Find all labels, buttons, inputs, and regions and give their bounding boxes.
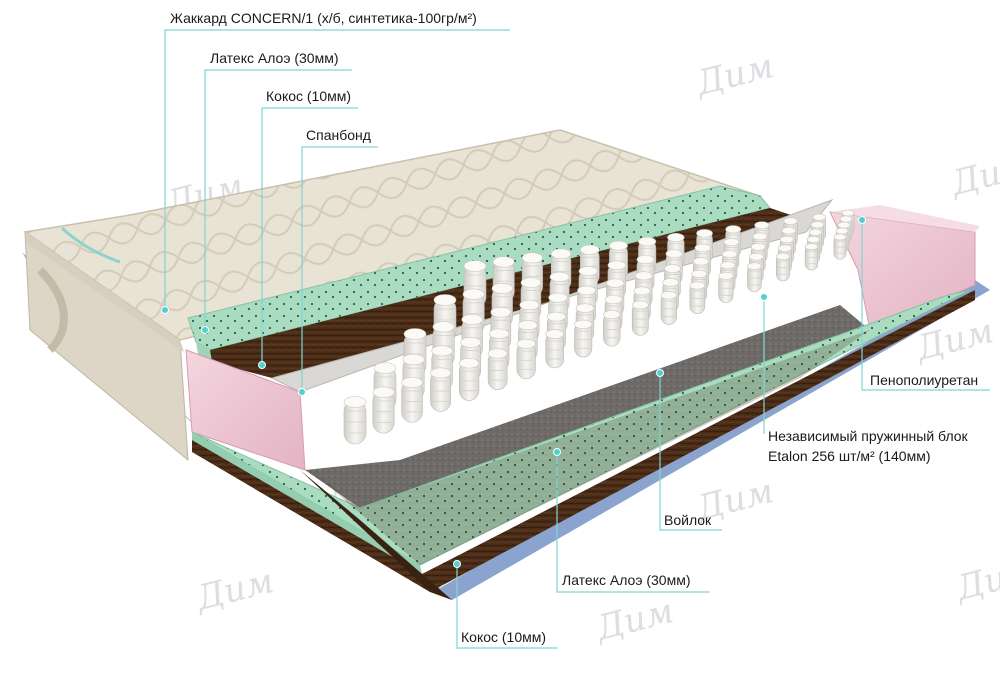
callout-line-foam	[861, 220, 990, 391]
pocket-spring	[343, 396, 367, 445]
label-foam: Пенополиуретан	[870, 372, 979, 388]
latex-top-side	[196, 342, 212, 362]
pocket-spring	[401, 377, 423, 423]
callout-line-latex-top	[204, 69, 352, 330]
callout-dot-coir-bottom	[453, 560, 461, 568]
callout-line-coir-bottom	[456, 564, 558, 649]
pocket-spring	[631, 300, 649, 336]
jacquard-front-edge	[25, 232, 184, 352]
pocket-spring	[833, 233, 847, 260]
pocket-spring	[458, 357, 480, 401]
latex-bottom-front	[192, 432, 422, 574]
pocket-spring	[747, 262, 762, 293]
callout-dots	[161, 216, 866, 568]
callout-dot-latex-bottom	[553, 448, 561, 456]
pocket-spring	[689, 281, 706, 314]
callout-dot-felt	[656, 369, 664, 377]
callout-group	[164, 29, 990, 649]
watermark-logo: Дим	[951, 551, 1000, 609]
label-coir-top: Кокос (10мм)	[266, 88, 352, 104]
pocket-spring	[804, 243, 819, 271]
callout-line-latex-bottom	[556, 452, 710, 593]
pocket-spring	[603, 310, 621, 347]
callout-dot-spunbond	[298, 388, 306, 396]
pocket-spring	[574, 319, 593, 358]
label-spring-block-line1: Независимый пружинный блок	[768, 428, 968, 444]
pocket-spring	[776, 252, 790, 282]
watermark-logo: Дим	[191, 561, 278, 619]
label-latex-top: Латекс Алоэ (30мм)	[210, 50, 339, 66]
pocket-spring-block	[343, 209, 855, 445]
pocket-spring	[516, 338, 536, 380]
label-spring-block-line2: Etalon 256 шт/м² (140мм)	[768, 448, 931, 464]
pocket-spring	[660, 291, 677, 325]
label-felt: Войлок	[664, 512, 712, 528]
watermark-logo: Дим	[591, 591, 678, 649]
jacquard-top-surface	[23, 129, 763, 341]
mattress-side-quilt	[37, 267, 68, 353]
callout-dot-coir-top	[258, 361, 266, 369]
jacquard-piping	[60, 226, 121, 264]
callout-dot-latex-top	[201, 326, 209, 334]
label-jacquard: Жаккард CONCERN/1 (х/б, синтетика-100гр/…	[170, 10, 477, 26]
callout-line-coir-top	[261, 107, 358, 363]
pocket-spring	[545, 329, 564, 369]
felt-layer	[305, 305, 870, 508]
coir-bottom-wedge	[310, 330, 870, 565]
pocket-spring	[718, 271, 734, 303]
callout-line-felt	[659, 373, 722, 531]
callout-dot-jacquard	[161, 306, 169, 314]
callout-line-jacquard	[164, 29, 510, 310]
callout-dot-foam	[858, 216, 866, 224]
label-coir-bottom: Кокос (10мм)	[461, 629, 547, 645]
pocket-spring	[487, 348, 508, 390]
callout-dot-spring	[760, 293, 768, 301]
callout-line-spunbond	[301, 146, 378, 390]
coir-bottom-front	[300, 470, 452, 600]
foam-frame-back-top	[830, 205, 980, 232]
watermark-logo: Дим	[691, 46, 778, 104]
watermark-logo: Дим	[946, 146, 1000, 204]
pocket-spring	[430, 367, 452, 412]
pocket-spring	[372, 386, 395, 434]
label-spunbond: Спанбонд	[306, 127, 371, 143]
label-latex-bottom: Латекс Алоэ (30мм)	[562, 572, 691, 588]
